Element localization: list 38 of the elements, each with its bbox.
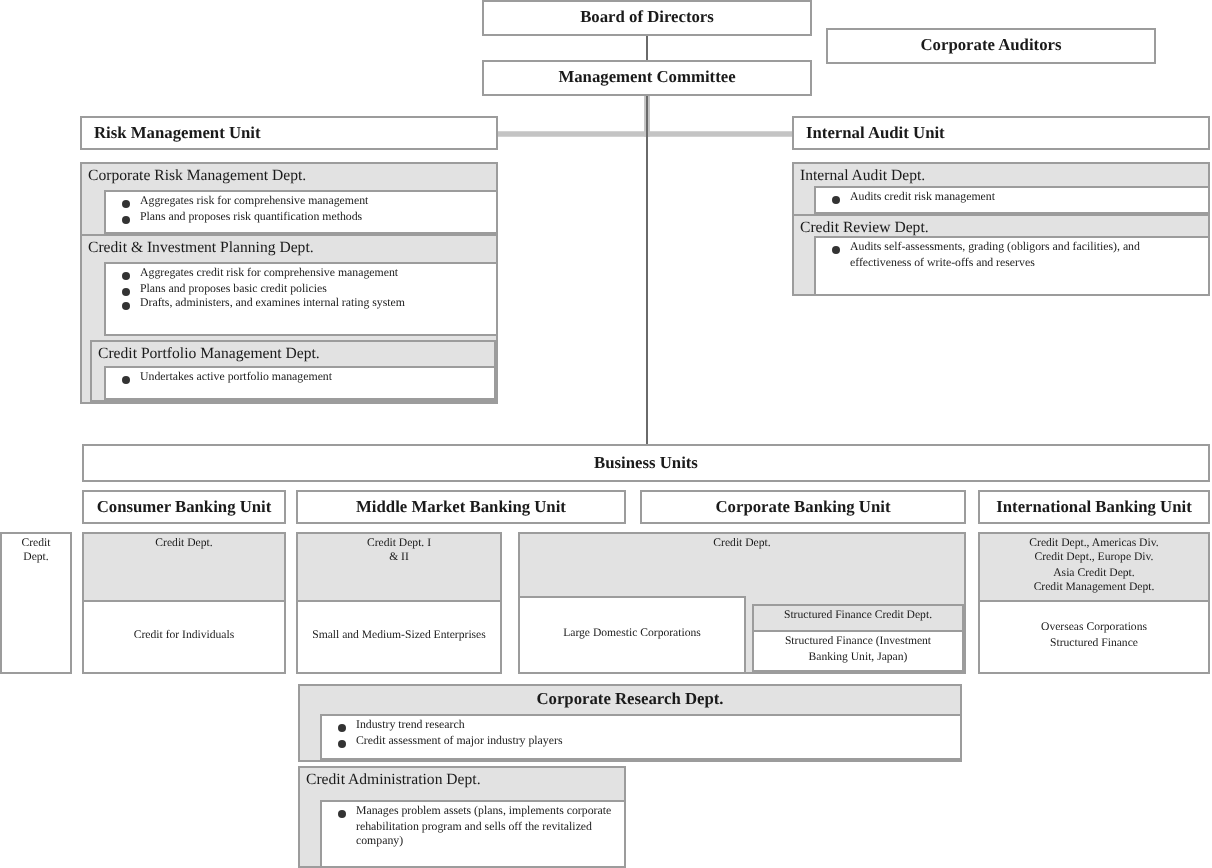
department-box (792, 214, 1210, 296)
department-box (298, 684, 962, 762)
org-unit-title: International Banking Unit (996, 497, 1192, 517)
org-unit-box (80, 116, 498, 150)
org-unit-title: Middle Market Banking Unit (356, 497, 566, 517)
coverage-panel (518, 596, 746, 674)
department-box (752, 604, 964, 672)
connector-line (646, 95, 648, 445)
org-unit-title: Management Committee (558, 68, 736, 88)
org-unit-title: Corporate Banking Unit (715, 497, 891, 517)
org-unit-box (792, 116, 1210, 150)
org-unit-title: Board of Directors (580, 8, 714, 28)
org-unit-box (482, 0, 812, 36)
org-unit-title: Consumer Banking Unit (96, 497, 272, 517)
org-unit-title: Business Units (594, 453, 698, 473)
org-unit-box (978, 490, 1210, 524)
org-unit-title: Risk Management Unit (94, 123, 261, 143)
department-box (0, 532, 72, 674)
department-box (90, 340, 496, 402)
department-box (82, 532, 286, 674)
department-name: Corporate Research Dept. (536, 690, 724, 708)
department-box (80, 162, 498, 236)
org-unit-box (82, 490, 286, 524)
org-unit-box (482, 60, 812, 96)
department-box (80, 234, 498, 404)
department-box (792, 162, 1210, 216)
org-unit-box (296, 490, 626, 524)
department-box (518, 532, 966, 674)
org-unit-box (640, 490, 966, 524)
department-box (296, 532, 502, 674)
org-unit-title: Internal Audit Unit (806, 123, 945, 143)
org-unit-box (826, 28, 1156, 64)
department-box (978, 532, 1210, 674)
org-unit-box (82, 444, 1210, 482)
org-unit-title: Corporate Auditors (920, 36, 1062, 56)
connector-line (644, 96, 792, 137)
connector-line (646, 35, 648, 61)
department-box (298, 766, 626, 868)
